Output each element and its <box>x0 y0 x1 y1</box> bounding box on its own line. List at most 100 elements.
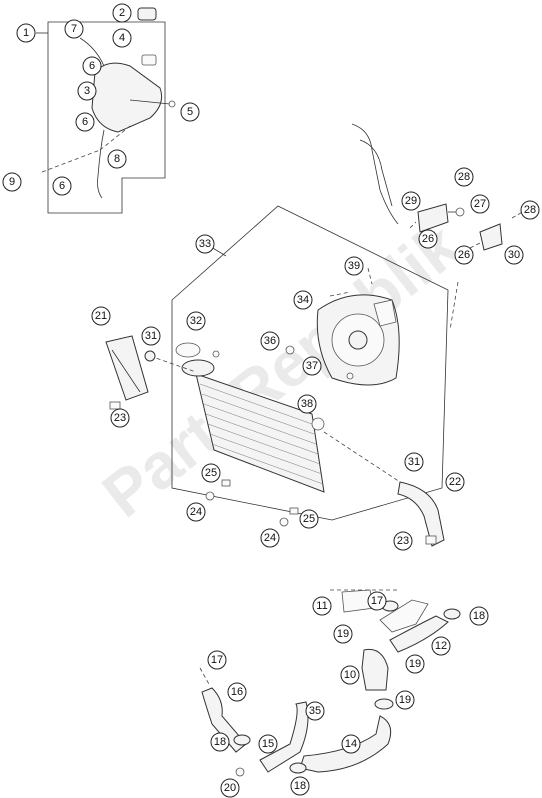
svg-text:32: 32 <box>190 315 202 327</box>
svg-text:35: 35 <box>309 705 321 717</box>
watermark: PartsRepublik <box>89 209 473 531</box>
callout-34: 34 <box>293 290 313 310</box>
tank-cap <box>137 7 157 21</box>
svg-text:17: 17 <box>211 654 223 666</box>
callout-33: 33 <box>195 234 215 254</box>
callout-35: 35 <box>305 701 325 721</box>
callout-20: 20 <box>220 778 240 798</box>
svg-text:15: 15 <box>262 738 274 750</box>
callout-6a: 6 <box>82 56 102 76</box>
svg-text:14: 14 <box>345 738 357 750</box>
svg-text:3: 3 <box>84 85 90 97</box>
callout-23b: 23 <box>393 531 413 551</box>
callout-32: 32 <box>186 311 206 331</box>
svg-text:8: 8 <box>114 153 120 165</box>
callout-16: 16 <box>227 682 247 702</box>
callout-36: 36 <box>260 331 280 351</box>
svg-text:26: 26 <box>458 249 470 261</box>
callout-21: 21 <box>91 306 111 326</box>
callout-18b: 18 <box>210 732 230 752</box>
svg-text:16: 16 <box>231 686 243 698</box>
callout-23a: 23 <box>110 408 130 428</box>
svg-text:31: 31 <box>408 456 420 468</box>
group-frame <box>47 21 166 214</box>
svg-text:9: 9 <box>9 176 15 188</box>
svg-text:1: 1 <box>23 27 29 39</box>
callout-25a: 25 <box>201 463 221 483</box>
svg-text:12: 12 <box>435 640 447 652</box>
svg-text:4: 4 <box>119 32 125 44</box>
callout-18a: 18 <box>469 606 489 626</box>
svg-text:37: 37 <box>306 360 318 372</box>
svg-text:20: 20 <box>224 782 236 794</box>
svg-text:22: 22 <box>449 476 461 488</box>
svg-text:25: 25 <box>205 467 217 479</box>
callout-28b: 28 <box>520 200 540 220</box>
callout-24b: 24 <box>260 528 280 548</box>
svg-text:6: 6 <box>59 180 65 192</box>
svg-text:21: 21 <box>95 310 107 322</box>
svg-text:36: 36 <box>264 335 276 347</box>
svg-text:18: 18 <box>214 736 226 748</box>
callout-9: 9 <box>2 172 22 192</box>
svg-text:24: 24 <box>190 506 202 518</box>
expansion-tank <box>91 62 163 133</box>
callout-4: 4 <box>112 28 132 48</box>
callout-19b: 19 <box>405 654 425 674</box>
fasteners <box>205 479 299 527</box>
svg-text:19: 19 <box>409 658 421 670</box>
expansion-tank-group <box>36 7 176 214</box>
callout-25b: 25 <box>299 509 319 529</box>
svg-text:5: 5 <box>187 106 193 118</box>
radiator-hose <box>397 481 445 547</box>
callout-18c: 18 <box>290 776 310 796</box>
callout-12: 12 <box>431 636 451 656</box>
svg-text:24: 24 <box>264 532 276 544</box>
radiator <box>149 342 401 493</box>
callout-38: 38 <box>297 394 317 414</box>
callout-3: 3 <box>77 81 97 101</box>
callout-19c: 19 <box>395 690 415 710</box>
svg-text:38: 38 <box>301 398 313 410</box>
callout-2: 2 <box>112 3 132 23</box>
side-bracket <box>105 335 156 410</box>
callout-27: 27 <box>470 194 490 214</box>
svg-text:10: 10 <box>344 669 356 681</box>
svg-text:19: 19 <box>399 694 411 706</box>
bracket-assembly <box>351 123 527 331</box>
callout-10: 10 <box>340 665 360 685</box>
svg-text:19: 19 <box>337 628 349 640</box>
svg-text:28: 28 <box>458 171 470 183</box>
callout-22: 22 <box>445 472 465 492</box>
radiator-frame <box>171 205 449 521</box>
callout-28a: 28 <box>454 167 474 187</box>
callout-7: 7 <box>64 19 84 39</box>
callout-37: 37 <box>302 356 322 376</box>
svg-text:23: 23 <box>397 535 409 547</box>
svg-text:27: 27 <box>474 198 486 210</box>
callout-26a: 26 <box>418 229 438 249</box>
svg-text:17: 17 <box>371 595 383 607</box>
callout-30: 30 <box>504 245 524 265</box>
svg-text:23: 23 <box>114 412 126 424</box>
svg-text:PartsRepublik: PartsRepublik <box>89 209 473 531</box>
svg-text:6: 6 <box>89 60 95 72</box>
callout-6b: 6 <box>75 112 95 132</box>
svg-text:30: 30 <box>508 249 520 261</box>
callout-5: 5 <box>180 102 200 122</box>
callout-31b: 31 <box>404 452 424 472</box>
svg-text:28: 28 <box>524 204 536 216</box>
callout-1: 1 <box>16 23 36 43</box>
svg-text:7: 7 <box>71 23 77 35</box>
callout-39: 39 <box>344 256 364 276</box>
callout-19a: 19 <box>333 624 353 644</box>
svg-text:18: 18 <box>294 780 306 792</box>
svg-text:18: 18 <box>473 610 485 622</box>
svg-text:34: 34 <box>297 294 309 306</box>
svg-text:11: 11 <box>316 600 327 612</box>
svg-text:2: 2 <box>119 7 125 19</box>
svg-text:31: 31 <box>145 330 157 342</box>
callout-11: 11 <box>312 596 332 616</box>
svg-text:29: 29 <box>405 195 417 207</box>
callout-17a: 17 <box>367 591 387 611</box>
